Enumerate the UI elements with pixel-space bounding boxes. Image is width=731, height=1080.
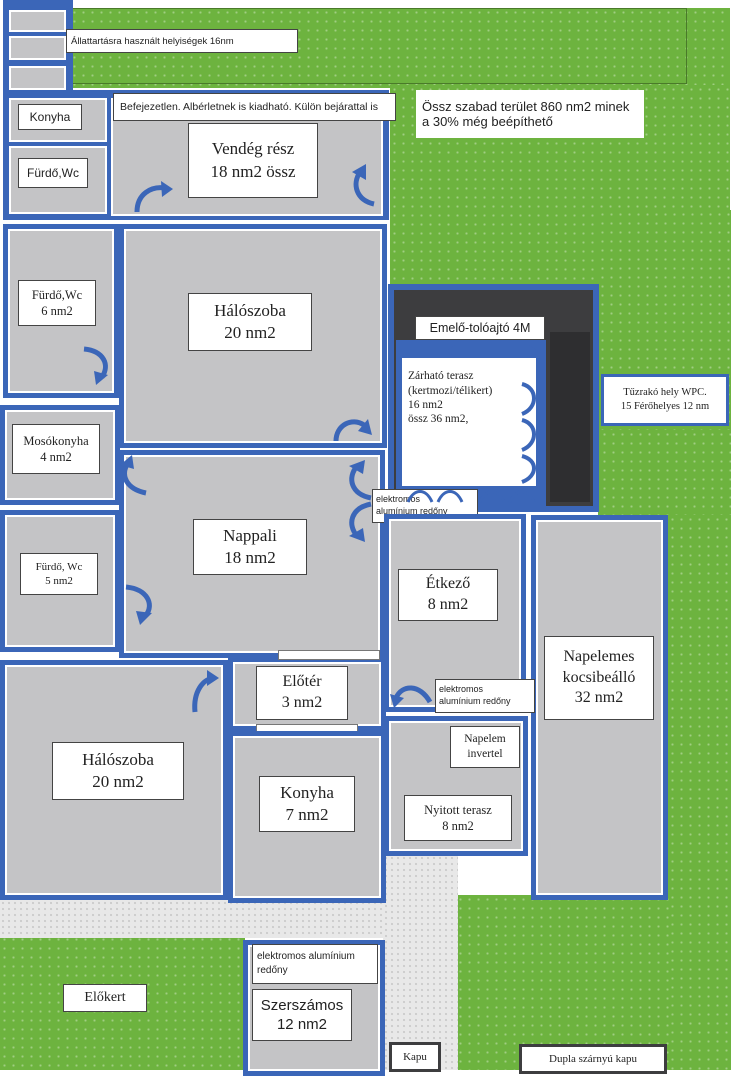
garden-right-lower — [668, 515, 731, 1070]
label-open-terrace: Nyitott terasz 8 nm2 — [404, 795, 512, 841]
door-arrow-icon-terrace-2 — [521, 418, 536, 452]
label-laundry: Mosókonyha 4 nm2 — [12, 424, 100, 474]
door-arrow-icon-laundry — [120, 455, 147, 496]
lift-door-arrow-icon — [446, 345, 538, 357]
label-kitchen-main: Konyha 7 nm2 — [259, 776, 355, 832]
label-guest-kitchen: Konyha — [18, 104, 82, 130]
label-front-garden: Előkert — [63, 984, 147, 1012]
garden-top — [70, 8, 730, 88]
label-bath-5: Fürdő, Wc 5 nm2 — [20, 553, 98, 595]
garden-bottom-right — [456, 895, 671, 1070]
door-arrow-icon-terrace-1 — [521, 382, 536, 416]
door-arrow-icon-bedroom-top — [333, 419, 372, 442]
door-arrow-icon-terrace-3 — [521, 454, 536, 484]
label-free-area: Össz szabad terület 860 nm2 minek a 30% … — [416, 90, 644, 138]
label-shutter-3: elektromos alumínium redőny — [252, 944, 378, 984]
label-guest-bath: Fürdő,Wc — [18, 158, 88, 188]
label-unfinished: Befejezetlen. Albérletnek is kiadható. K… — [113, 93, 396, 121]
label-carport: Napelemes kocsibeálló 32 nm2 — [544, 636, 654, 720]
hall-door-top — [278, 650, 380, 660]
door-arrow-icon-living-right-1 — [349, 460, 372, 501]
label-hall: Előtér 3 nm2 — [256, 666, 348, 720]
label-living: Nappali 18 nm2 — [193, 519, 307, 575]
label-tools: Szerszámos 12 nm2 — [252, 989, 352, 1041]
label-gate: Kapu — [389, 1042, 441, 1072]
label-double-gate: Dupla szárnyú kapu — [519, 1044, 667, 1074]
door-arrow-icon-guest-left — [134, 181, 173, 213]
animal-room-1 — [9, 10, 66, 32]
label-animal-rooms: Állattartásra használt helyiségek 16nm — [66, 29, 298, 53]
label-shutter-2: elektromos alumínium redőny — [435, 679, 535, 713]
garden-right-strip — [600, 430, 731, 520]
label-bath-6: Fürdő,Wc 6 nm2 — [18, 280, 96, 326]
label-firepit: Tűzrakó hely WPC. 15 Férőhelyes 12 nm — [601, 374, 729, 426]
label-front-garden-text: Előkert — [84, 990, 126, 1005]
closed-terrace-dark-right — [550, 332, 590, 502]
door-arrow-icon-living-right-2 — [349, 501, 372, 542]
animal-room-3 — [9, 66, 66, 90]
door-arrow-icon-bath-6 — [83, 346, 108, 385]
label-dining: Étkező 8 nm2 — [398, 569, 498, 621]
label-bedroom-top: Hálószoba 20 nm2 — [188, 293, 312, 351]
door-arrow-icon-terrace-bottom — [406, 490, 536, 503]
walkway-horizontal — [0, 900, 386, 938]
door-arrow-icon-bath-5 — [125, 584, 152, 625]
label-bedroom-bottom: Hálószoba 20 nm2 — [52, 742, 184, 800]
walkway-vertical — [383, 855, 458, 1070]
label-lift-door: Emelő-tolóajtó 4M — [415, 316, 545, 340]
door-arrow-icon-guest-right — [352, 164, 375, 207]
label-closed-terrace: Zárható terasz (kertmozi/télikert) 16 nm… — [404, 360, 522, 436]
door-arrow-icon-bedroom-bottom — [192, 670, 219, 713]
animal-room-2 — [9, 36, 66, 60]
label-guest-part: Vendég rész 18 nm2 össz — [188, 123, 318, 198]
door-arrow-icon-dining — [390, 685, 433, 708]
label-inverter: Napelem invertel — [450, 726, 520, 768]
